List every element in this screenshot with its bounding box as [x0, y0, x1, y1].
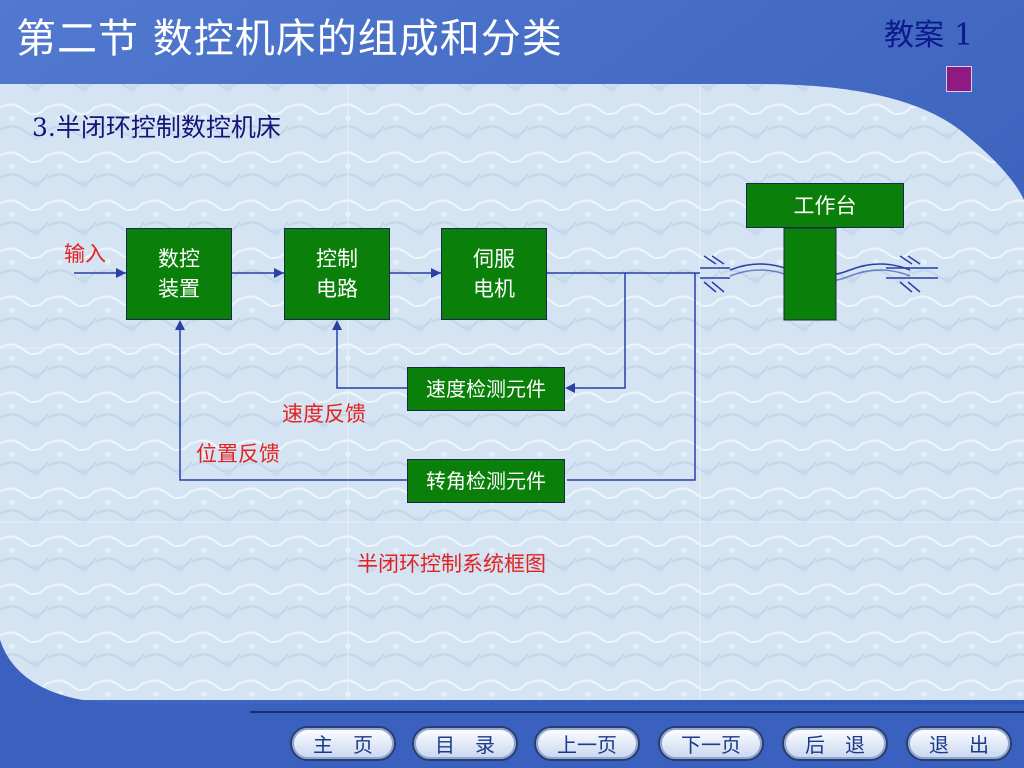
- menu-square-icon[interactable]: [946, 66, 972, 92]
- block-cnc-device-label: 数控 装置: [158, 247, 200, 301]
- block-control-circuit-label: 控制 电路: [316, 247, 358, 301]
- worktable-stem: [783, 227, 837, 321]
- speed-feedback-label: 速度反馈: [282, 402, 366, 426]
- lesson-badge-number: 1: [954, 18, 974, 53]
- nav-exit-button[interactable]: 退 出: [906, 726, 1012, 761]
- block-angle-sensor-label: 转角检测元件: [426, 469, 546, 493]
- input-label: 输入: [64, 242, 106, 266]
- diagram-caption: 半闭环控制系统框图: [357, 552, 546, 576]
- section-heading: 3.半闭环控制数控机床: [32, 113, 281, 142]
- slide-title: 第二节 数控机床的组成和分类: [16, 16, 563, 62]
- block-control-circuit: 控制 电路: [284, 228, 390, 320]
- nav-prev-button[interactable]: 上一页: [534, 726, 640, 761]
- block-speed-sensor: 速度检测元件: [407, 367, 565, 411]
- lesson-badge-text: 教案: [884, 18, 944, 53]
- block-speed-sensor-label: 速度检测元件: [426, 377, 546, 401]
- block-servo-motor-label: 伺服 电机: [473, 247, 515, 301]
- lesson-badge: 教案 1: [884, 10, 973, 54]
- block-angle-sensor: 转角检测元件: [407, 459, 565, 503]
- block-servo-motor: 伺服 电机: [441, 228, 547, 320]
- nav-next-button[interactable]: 下一页: [658, 726, 764, 761]
- nav-home-button[interactable]: 主 页: [290, 726, 396, 761]
- diagram-arrowheads: [116, 268, 575, 393]
- block-cnc-device: 数控 装置: [126, 228, 232, 320]
- nav-back-button[interactable]: 后 退: [782, 726, 888, 761]
- block-worktable: 工作台: [746, 183, 904, 228]
- position-feedback-label: 位置反馈: [196, 442, 280, 466]
- block-worktable-label: 工作台: [793, 193, 857, 218]
- nav-contents-button[interactable]: 目 录: [412, 726, 518, 761]
